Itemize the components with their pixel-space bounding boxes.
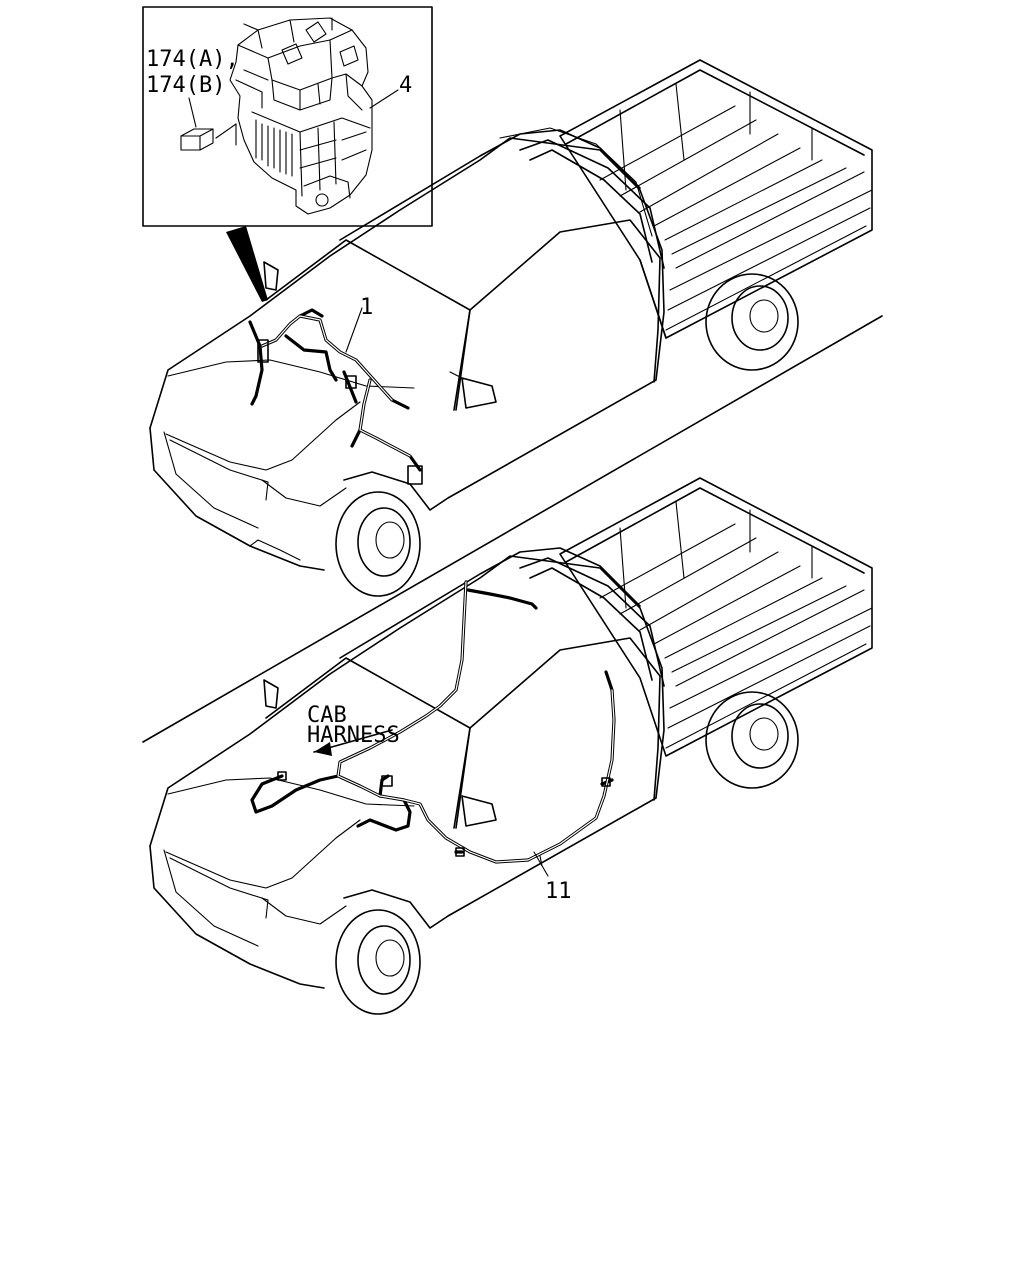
cab-harness-label-line2: HARNESS bbox=[307, 723, 400, 748]
arrow-icon bbox=[313, 729, 393, 756]
pickup-truck-icon bbox=[149, 477, 873, 1015]
fuse-relay-box-icon bbox=[229, 17, 373, 215]
callout-4: 4 bbox=[399, 73, 412, 98]
detail-pointer-arrow bbox=[226, 226, 268, 302]
inset-frame bbox=[142, 6, 433, 227]
inset-detail: 174(A), 174(B) 4 bbox=[142, 6, 433, 227]
callout-1: 1 bbox=[360, 295, 373, 320]
section-divider bbox=[142, 315, 883, 743]
callout-11: 11 bbox=[545, 879, 572, 904]
pickup-truck-icon bbox=[149, 59, 873, 597]
cab-harness-label-line1: CAB bbox=[307, 703, 347, 728]
wiring-harness-icon bbox=[250, 580, 616, 877]
fuse-icon bbox=[180, 128, 214, 151]
callout-174-a: 174(A), bbox=[146, 47, 239, 72]
callout-174-b: 174(B) bbox=[146, 73, 225, 98]
wiring-harness-icon bbox=[248, 307, 423, 485]
